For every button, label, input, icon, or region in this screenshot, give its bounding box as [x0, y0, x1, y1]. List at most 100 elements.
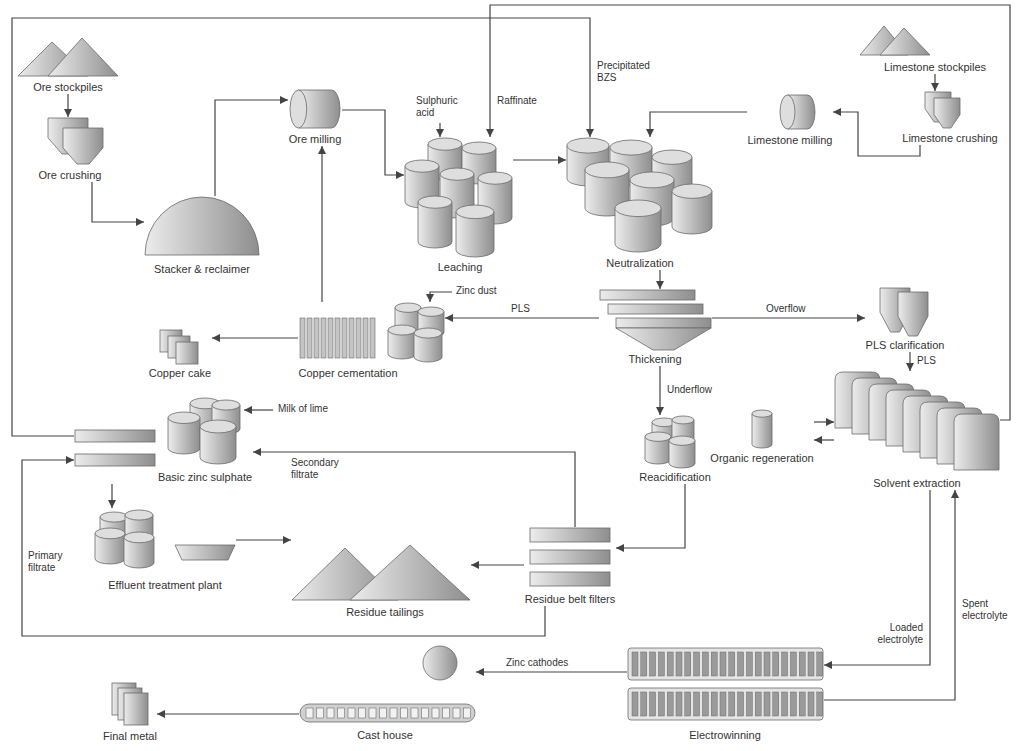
tank-body: [418, 202, 452, 248]
tank-top: [100, 512, 128, 522]
press-plate: [342, 318, 347, 358]
process-unit: Copper cake: [148, 329, 212, 380]
unit-drawing: [780, 95, 815, 129]
ingot-mould: [443, 708, 450, 718]
feed-arrow: [439, 123, 440, 137]
unit-drawing: [48, 118, 103, 164]
cathode-plate: [694, 692, 700, 716]
flow-line: [934, 74, 935, 91]
unit-drawing: [95, 510, 235, 568]
process-unit: Residue tailings: [291, 544, 471, 619]
flow-line: [157, 713, 299, 714]
tank-top: [428, 138, 462, 150]
stacker-dome: [145, 197, 259, 255]
tank-top: [567, 138, 609, 153]
cathode-plate: [799, 652, 805, 676]
ingot-mould: [380, 708, 387, 718]
press-plate: [328, 318, 333, 358]
cathode-plate: [738, 692, 744, 716]
tank-top: [418, 307, 444, 316]
process-unit: Neutralization: [566, 137, 713, 270]
flow-line: [659, 366, 660, 415]
filter-bar: [530, 572, 610, 586]
unit-drawing: [880, 288, 928, 336]
press-plate: [335, 318, 340, 358]
unit-label: Copper cake: [149, 366, 211, 380]
cathode-plate: [667, 692, 673, 716]
cathode-plate: [808, 652, 814, 676]
process-unit: Final metal: [103, 682, 157, 743]
stream-label: PLS: [510, 303, 531, 315]
tank-top: [95, 528, 125, 539]
unit-label: PLS clarification: [866, 338, 945, 352]
tank-top: [615, 200, 661, 217]
unit-label: Neutralization: [606, 256, 673, 270]
cathode-plate: [694, 652, 700, 676]
ingot-mould: [317, 708, 324, 718]
thickener-rake: [600, 290, 695, 300]
feed-label: Sulphuric acid: [415, 95, 467, 119]
cathode-plate: [720, 652, 726, 676]
cathode-plate: [746, 652, 752, 676]
tank-top: [652, 150, 692, 164]
cathode-plate: [799, 692, 805, 716]
process-unit: Leaching: [404, 137, 513, 274]
flow-line: [616, 484, 685, 548]
stockpile: [48, 38, 118, 76]
flow-line: [236, 539, 291, 540]
ingot-mould: [348, 708, 355, 718]
tank-top: [672, 416, 694, 424]
filter-bar: [75, 454, 155, 466]
unit-drawing: [405, 138, 512, 257]
ingot-mould: [338, 708, 345, 718]
cathode-plate: [632, 652, 638, 676]
unit-label: Thickening: [628, 352, 681, 366]
press-plate: [363, 318, 368, 358]
effluent-trough: [175, 545, 235, 560]
unit-drawing: [290, 90, 340, 128]
tank-top: [478, 172, 512, 184]
cathode-plate: [817, 692, 823, 716]
tank-top: [125, 510, 153, 520]
tank-top: [395, 303, 421, 312]
unit-label: Limestone crushing: [902, 131, 997, 145]
tank-top: [418, 196, 452, 208]
ingot-mould: [411, 708, 418, 718]
unit-label: Limestone milling: [748, 133, 833, 147]
unit-drawing: [600, 290, 711, 350]
feed-label: Milk of lime: [277, 403, 329, 415]
stockpile: [880, 28, 930, 55]
stream-label: Primary filtrate: [27, 550, 75, 574]
cell-rack: [628, 648, 823, 680]
flow-line: [909, 352, 910, 371]
ingot-mould: [327, 708, 334, 718]
unit-label: Limestone stockpiles: [884, 60, 986, 74]
tank-top: [645, 432, 671, 441]
unit-label: Residue tailings: [346, 605, 424, 619]
press-plate: [321, 318, 326, 358]
unit-drawing: [835, 372, 999, 470]
unit-drawing: [628, 648, 823, 720]
cake-block: [176, 342, 198, 364]
unit-label: Solvent extraction: [873, 476, 960, 490]
casting-conveyor: [300, 704, 475, 722]
cathode-plate: [658, 692, 664, 716]
stream-label: Underflow: [666, 384, 713, 396]
process-unit: Stacker & reclaimer: [144, 196, 260, 276]
unit-label: Residue belt filters: [525, 592, 616, 606]
process-unit: Limestone stockpiles: [859, 25, 987, 74]
process-unit: Limestone milling: [747, 94, 833, 147]
cathode-plate: [782, 692, 788, 716]
stream-label: Loaded electrolyte: [866, 622, 924, 646]
tank-top: [414, 328, 442, 338]
cathode-plate: [729, 692, 735, 716]
flow-line: [659, 270, 660, 289]
cathode-plate: [702, 652, 708, 676]
crusher-hopper: [934, 98, 960, 128]
process-unit: Thickening: [599, 289, 712, 366]
feed-arrow: [244, 409, 273, 410]
flow-line: [814, 439, 834, 440]
press-plate: [370, 318, 375, 358]
flow-line: [342, 110, 404, 175]
